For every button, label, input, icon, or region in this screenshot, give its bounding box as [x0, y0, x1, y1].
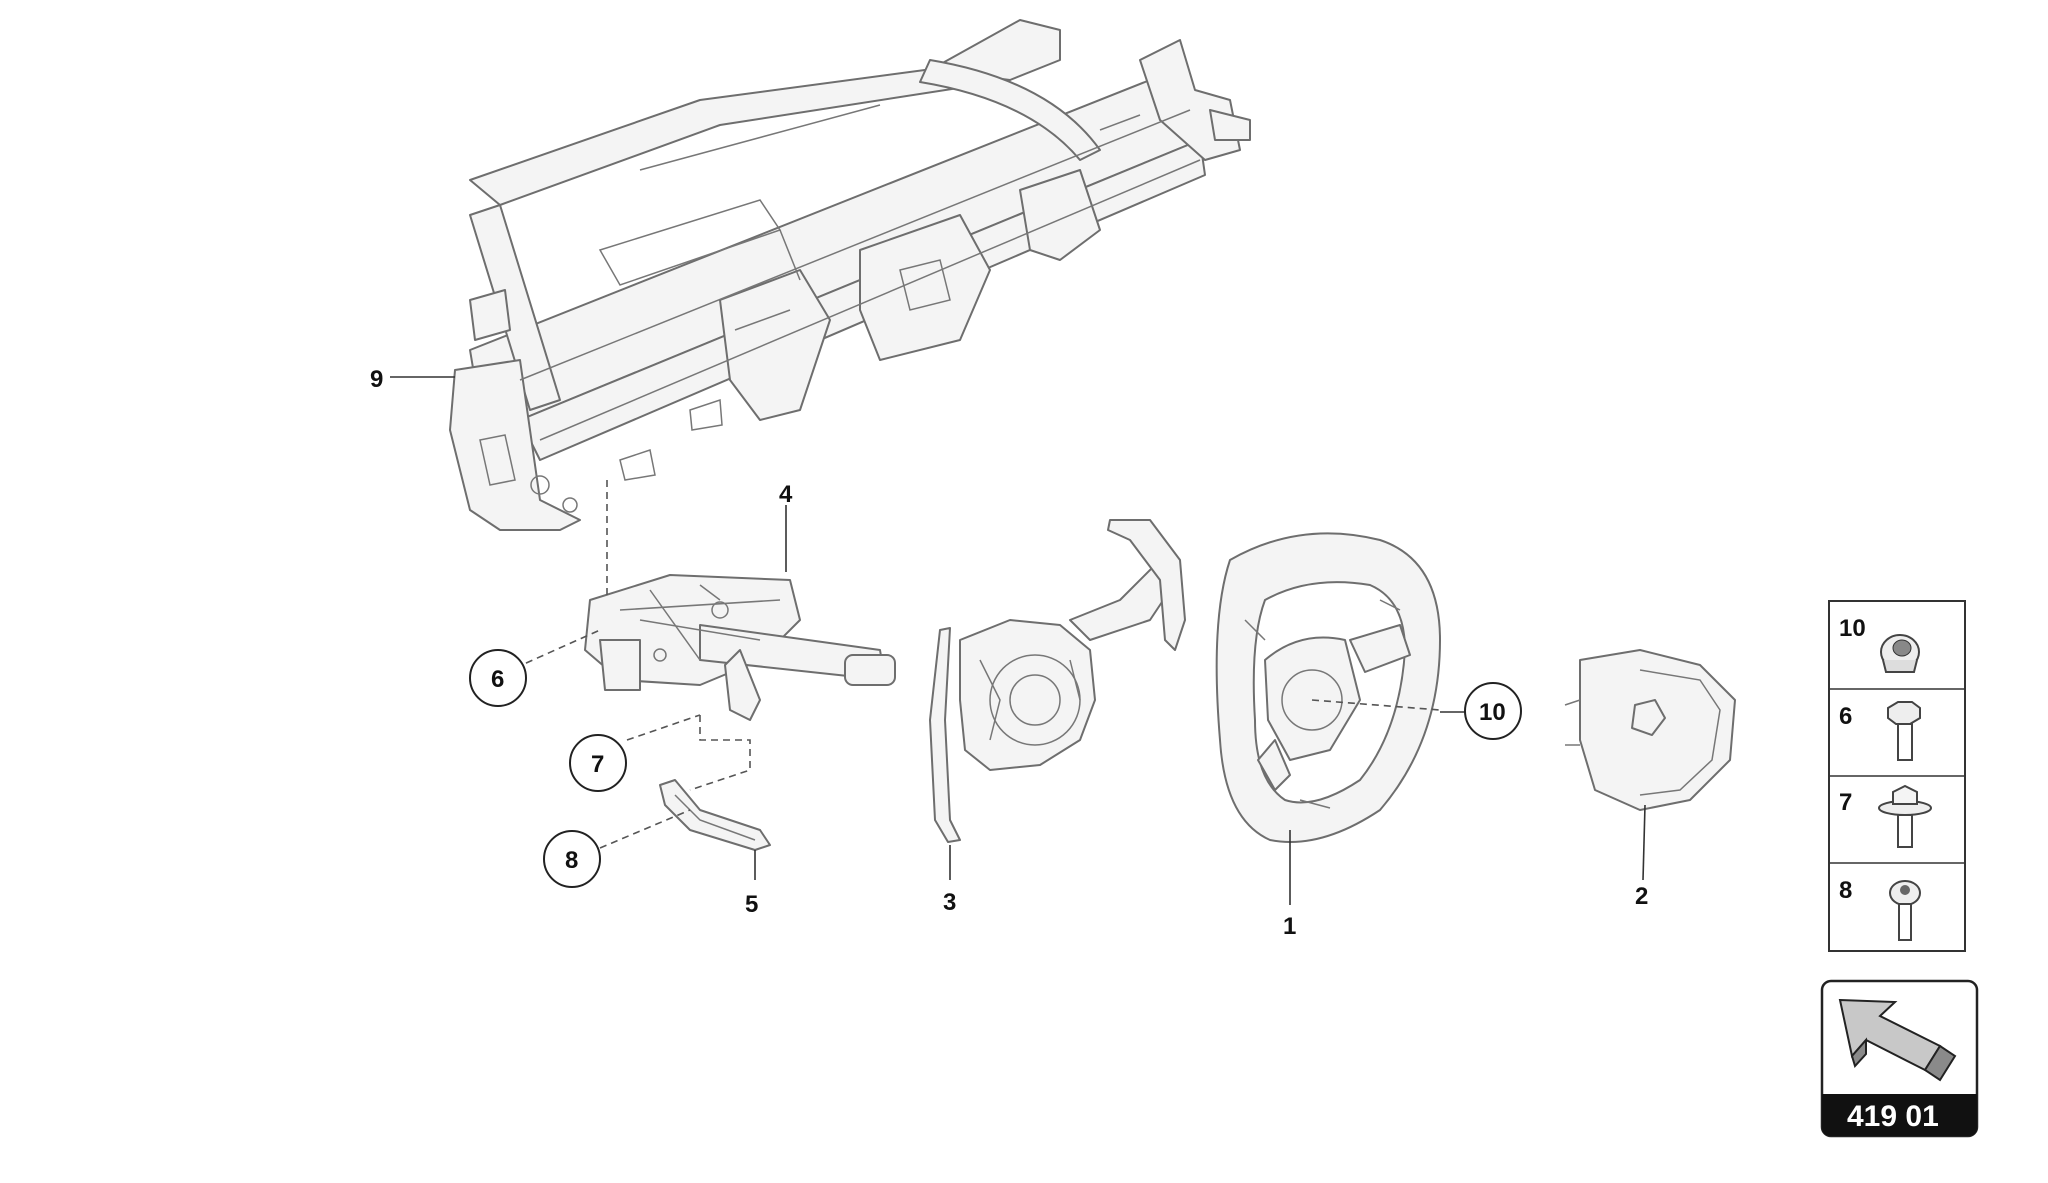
cross-car-beam-part[interactable] — [449, 19, 1251, 531]
flange-bolt-icon — [1878, 784, 1932, 848]
callout-10[interactable]: 10 — [1464, 682, 1522, 740]
steering-column-part[interactable] — [584, 574, 896, 721]
direction-arrow-icon — [1838, 998, 1957, 1082]
label-part-2: 2 — [1635, 883, 1648, 910]
legend-row-7[interactable]: 7 — [1839, 784, 1932, 848]
torx-screw-icon — [1889, 880, 1921, 941]
label-part-4: 4 — [779, 481, 793, 508]
legend-number-10: 10 — [1839, 615, 1866, 642]
fastener-legend: 10 6 7 8 — [1828, 600, 1966, 952]
label-part-1: 1 — [1283, 913, 1296, 940]
callout-7[interactable]: 7 — [569, 734, 627, 792]
cap-nut-icon — [1880, 634, 1920, 673]
legend-row-8[interactable]: 8 — [1839, 877, 1921, 941]
legend-number-7: 7 — [1839, 789, 1852, 816]
callout-6[interactable]: 6 — [469, 649, 527, 707]
reference-code: 419 01 — [1847, 1100, 1939, 1133]
airbag-module-part[interactable] — [1564, 649, 1736, 811]
label-part-5: 5 — [745, 891, 758, 918]
leader-lines — [390, 376, 1646, 905]
steering-module-part[interactable] — [929, 519, 1186, 843]
steering-wheel-part[interactable] — [1215, 532, 1441, 843]
label-part-9: 9 — [370, 366, 383, 393]
legend-row-6[interactable]: 6 — [1839, 701, 1921, 761]
legend-number-6: 6 — [1839, 703, 1852, 730]
callout-7-label: 7 — [591, 751, 604, 778]
legend-number-8: 8 — [1839, 877, 1852, 904]
callout-8-label: 8 — [565, 847, 578, 874]
label-part-3: 3 — [943, 889, 956, 916]
legend-row-10[interactable]: 10 — [1839, 615, 1920, 673]
reference-box[interactable]: 419 01 — [1820, 979, 1979, 1138]
callout-6-label: 6 — [491, 666, 504, 693]
hex-bolt-icon — [1887, 701, 1921, 761]
column-bracket-part[interactable] — [659, 779, 771, 851]
callout-10-label: 10 — [1479, 699, 1506, 726]
callout-8[interactable]: 8 — [543, 830, 601, 888]
